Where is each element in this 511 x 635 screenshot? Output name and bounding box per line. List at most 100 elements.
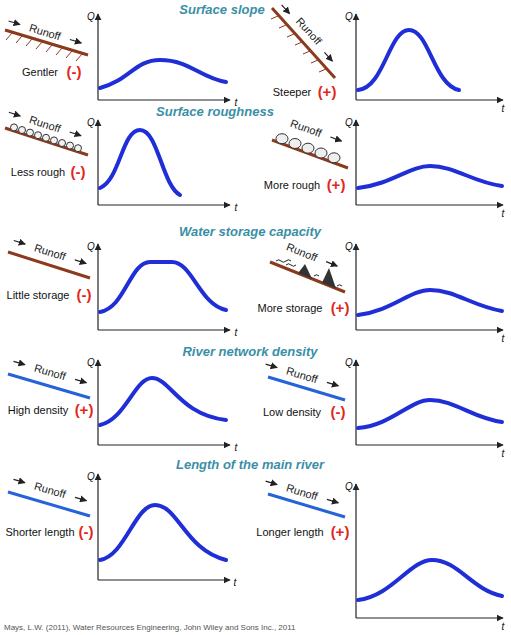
- surface-label: Shorter length: [5, 526, 74, 538]
- runoff-arrow: [327, 499, 339, 503]
- axis-label: t: [502, 621, 505, 632]
- axis-label: t: [235, 202, 238, 213]
- runoff-label: Runoff: [28, 22, 62, 43]
- slope-row: [5, 5, 503, 100]
- runoff-label: Runoff: [285, 365, 319, 386]
- runoff-arrow: [75, 260, 86, 264]
- effect-sign: (+): [318, 84, 337, 101]
- effect-sign: (-): [79, 524, 94, 541]
- panel-title: Length of the main river: [176, 458, 324, 472]
- panel-title: Water storage capacity: [179, 225, 321, 239]
- axis-label: t: [502, 103, 505, 114]
- t-axis: [98, 579, 230, 580]
- hydrograph-curve: [358, 290, 502, 315]
- q-axis: [355, 14, 356, 100]
- surface-label: Low density: [263, 406, 321, 418]
- ground-line: [272, 8, 335, 78]
- runoff-arrow: [282, 5, 290, 14]
- hydrograph-curve: [100, 60, 226, 88]
- axis-label: Q: [345, 11, 353, 22]
- runoff-arrow: [266, 481, 278, 485]
- axis-label: t: [502, 448, 505, 459]
- rocks: [276, 134, 340, 163]
- effect-sign: (-): [71, 164, 86, 181]
- runoff-label: Runoff: [294, 15, 325, 47]
- surface-label: More storage: [258, 302, 323, 314]
- q-axis: [97, 120, 98, 205]
- storage-mound: [322, 268, 336, 288]
- axis-label: Q: [345, 241, 353, 252]
- axis-label: t: [235, 327, 238, 338]
- effect-sign: (+): [75, 402, 94, 419]
- hydrograph-curve: [100, 378, 226, 425]
- effect-sign: (+): [331, 300, 350, 317]
- axis-label: Q: [87, 117, 95, 128]
- runoff-arrow: [75, 379, 87, 382]
- axis-label: Q: [345, 357, 353, 368]
- q-axis: [97, 244, 98, 330]
- runoff-arrow: [70, 40, 82, 44]
- t-axis: [356, 99, 503, 100]
- runoff-arrow: [327, 382, 339, 386]
- runoff-arrow: [9, 112, 20, 116]
- q-axis: [355, 244, 356, 330]
- hydrograph-curve: [358, 400, 502, 428]
- axis-label: Q: [345, 481, 353, 492]
- panel-title: Surface slope: [179, 3, 264, 17]
- hydrograph-curve: [100, 130, 180, 195]
- surface-label: Longer length: [256, 526, 323, 538]
- effect-sign: (+): [331, 524, 350, 541]
- q-axis: [355, 484, 356, 618]
- t-axis: [98, 444, 230, 445]
- t-axis: [356, 329, 503, 330]
- hydrograph-curve: [358, 560, 502, 600]
- storage-mound: [298, 264, 312, 279]
- runoff-arrow: [326, 262, 337, 267]
- q-axis: [97, 474, 98, 580]
- roughness-row: [5, 112, 503, 205]
- q-axis: [355, 120, 356, 205]
- axis-label: Q: [87, 241, 95, 252]
- ground-line: [270, 262, 345, 292]
- t-axis: [356, 444, 503, 445]
- source-caption: Mays, L.W. (2011), Water Resources Engin…: [4, 624, 296, 633]
- surface-label: High density: [8, 404, 69, 416]
- panel-title: Surface roughness: [156, 105, 274, 119]
- surface-label: Little storage: [7, 289, 70, 301]
- surface-label: Steeper: [273, 86, 312, 98]
- axis-label: Q: [87, 357, 95, 368]
- effect-sign: (-): [67, 64, 82, 81]
- surface-label: More rough: [264, 179, 320, 191]
- ground-line: [5, 128, 88, 155]
- effect-sign: (-): [77, 287, 92, 304]
- t-axis: [98, 329, 230, 330]
- hydrograph-curve: [358, 30, 459, 90]
- runoff-arrow: [14, 241, 25, 245]
- runoff-arrow: [14, 361, 26, 364]
- t-axis: [356, 204, 503, 205]
- ground-line: [272, 140, 348, 168]
- storage-row: [8, 241, 503, 331]
- axis-label: t: [502, 333, 505, 344]
- runoff-arrow: [14, 479, 26, 482]
- axis-label: t: [502, 208, 505, 219]
- runoff-label: Runoff: [33, 480, 67, 501]
- runoff-arrow: [9, 21, 20, 25]
- t-axis: [98, 204, 230, 205]
- effect-sign: (+): [327, 177, 346, 194]
- density-row: [8, 360, 503, 445]
- runoff-label: Runoff: [285, 240, 319, 263]
- length-row: [8, 474, 503, 618]
- runoff-arrow: [75, 497, 87, 500]
- panel-title: River network density: [182, 345, 317, 359]
- hydrograph-curve: [100, 505, 226, 560]
- runoff-label: Runoff: [33, 241, 67, 262]
- runoff-arrow: [330, 137, 341, 141]
- q-axis: [97, 360, 98, 445]
- runoff-label: Runoff: [289, 117, 323, 139]
- axis-label: Q: [87, 11, 95, 22]
- runoff-arrow: [266, 364, 278, 368]
- axis-label: Q: [87, 471, 95, 482]
